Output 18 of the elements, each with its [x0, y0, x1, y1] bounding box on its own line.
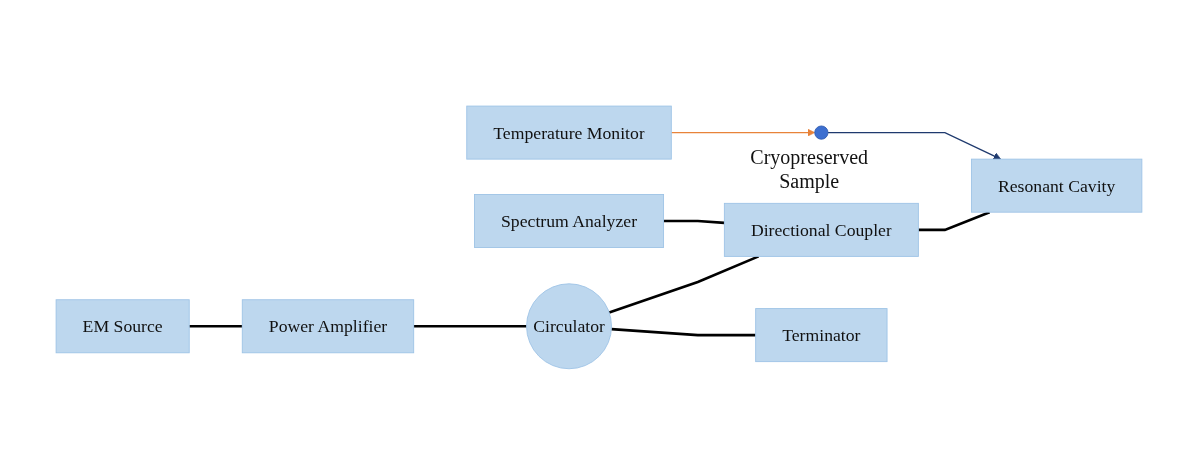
- node-box: Terminator: [754, 307, 887, 362]
- connector: [413, 324, 527, 328]
- connector: [917, 210, 990, 231]
- arrow: [826, 131, 1001, 160]
- node-box: Temperature Monitor: [465, 105, 672, 160]
- node-caption: Cryopreserved Sample: [749, 144, 870, 193]
- arrow: [670, 128, 815, 137]
- node-circle: Circulator: [525, 282, 612, 369]
- connector: [663, 219, 724, 224]
- node-box: Resonant Cavity: [970, 158, 1142, 213]
- node-box: Directional Coupler: [723, 202, 919, 257]
- node-box: Power Amplifier: [241, 298, 414, 353]
- connector: [608, 254, 759, 314]
- node-circle: [813, 125, 828, 140]
- connector: [610, 327, 756, 336]
- connector: [188, 324, 242, 328]
- node-box: Spectrum Analyzer: [473, 193, 664, 248]
- node-box: EM Source: [55, 298, 190, 353]
